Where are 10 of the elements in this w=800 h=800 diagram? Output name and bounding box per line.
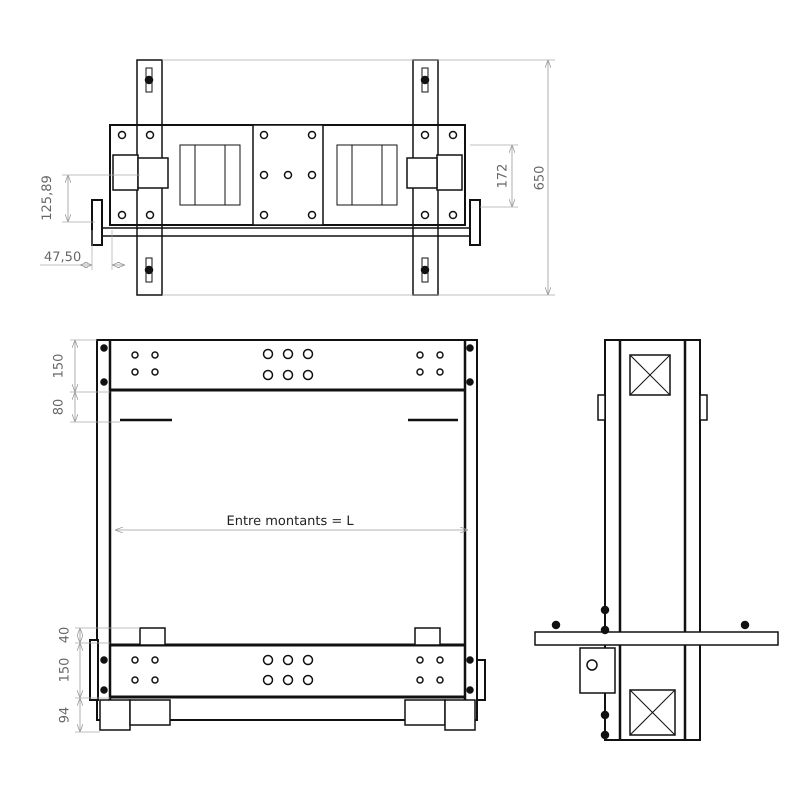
dimension-value: 150 (52, 354, 66, 378)
dimension-value: 94 (58, 706, 72, 724)
dimension-value: 650 (532, 166, 547, 190)
dimension-value: 47,50 (44, 251, 82, 265)
dimension-value: 125,89 (40, 175, 55, 221)
dimension-value: 80 (52, 398, 66, 416)
dimension-value: 40 (58, 626, 72, 644)
dimension-text: Entre montants = L (226, 515, 354, 529)
dimension-value: 150 (58, 658, 72, 682)
dimension-value: 172 (496, 164, 510, 188)
